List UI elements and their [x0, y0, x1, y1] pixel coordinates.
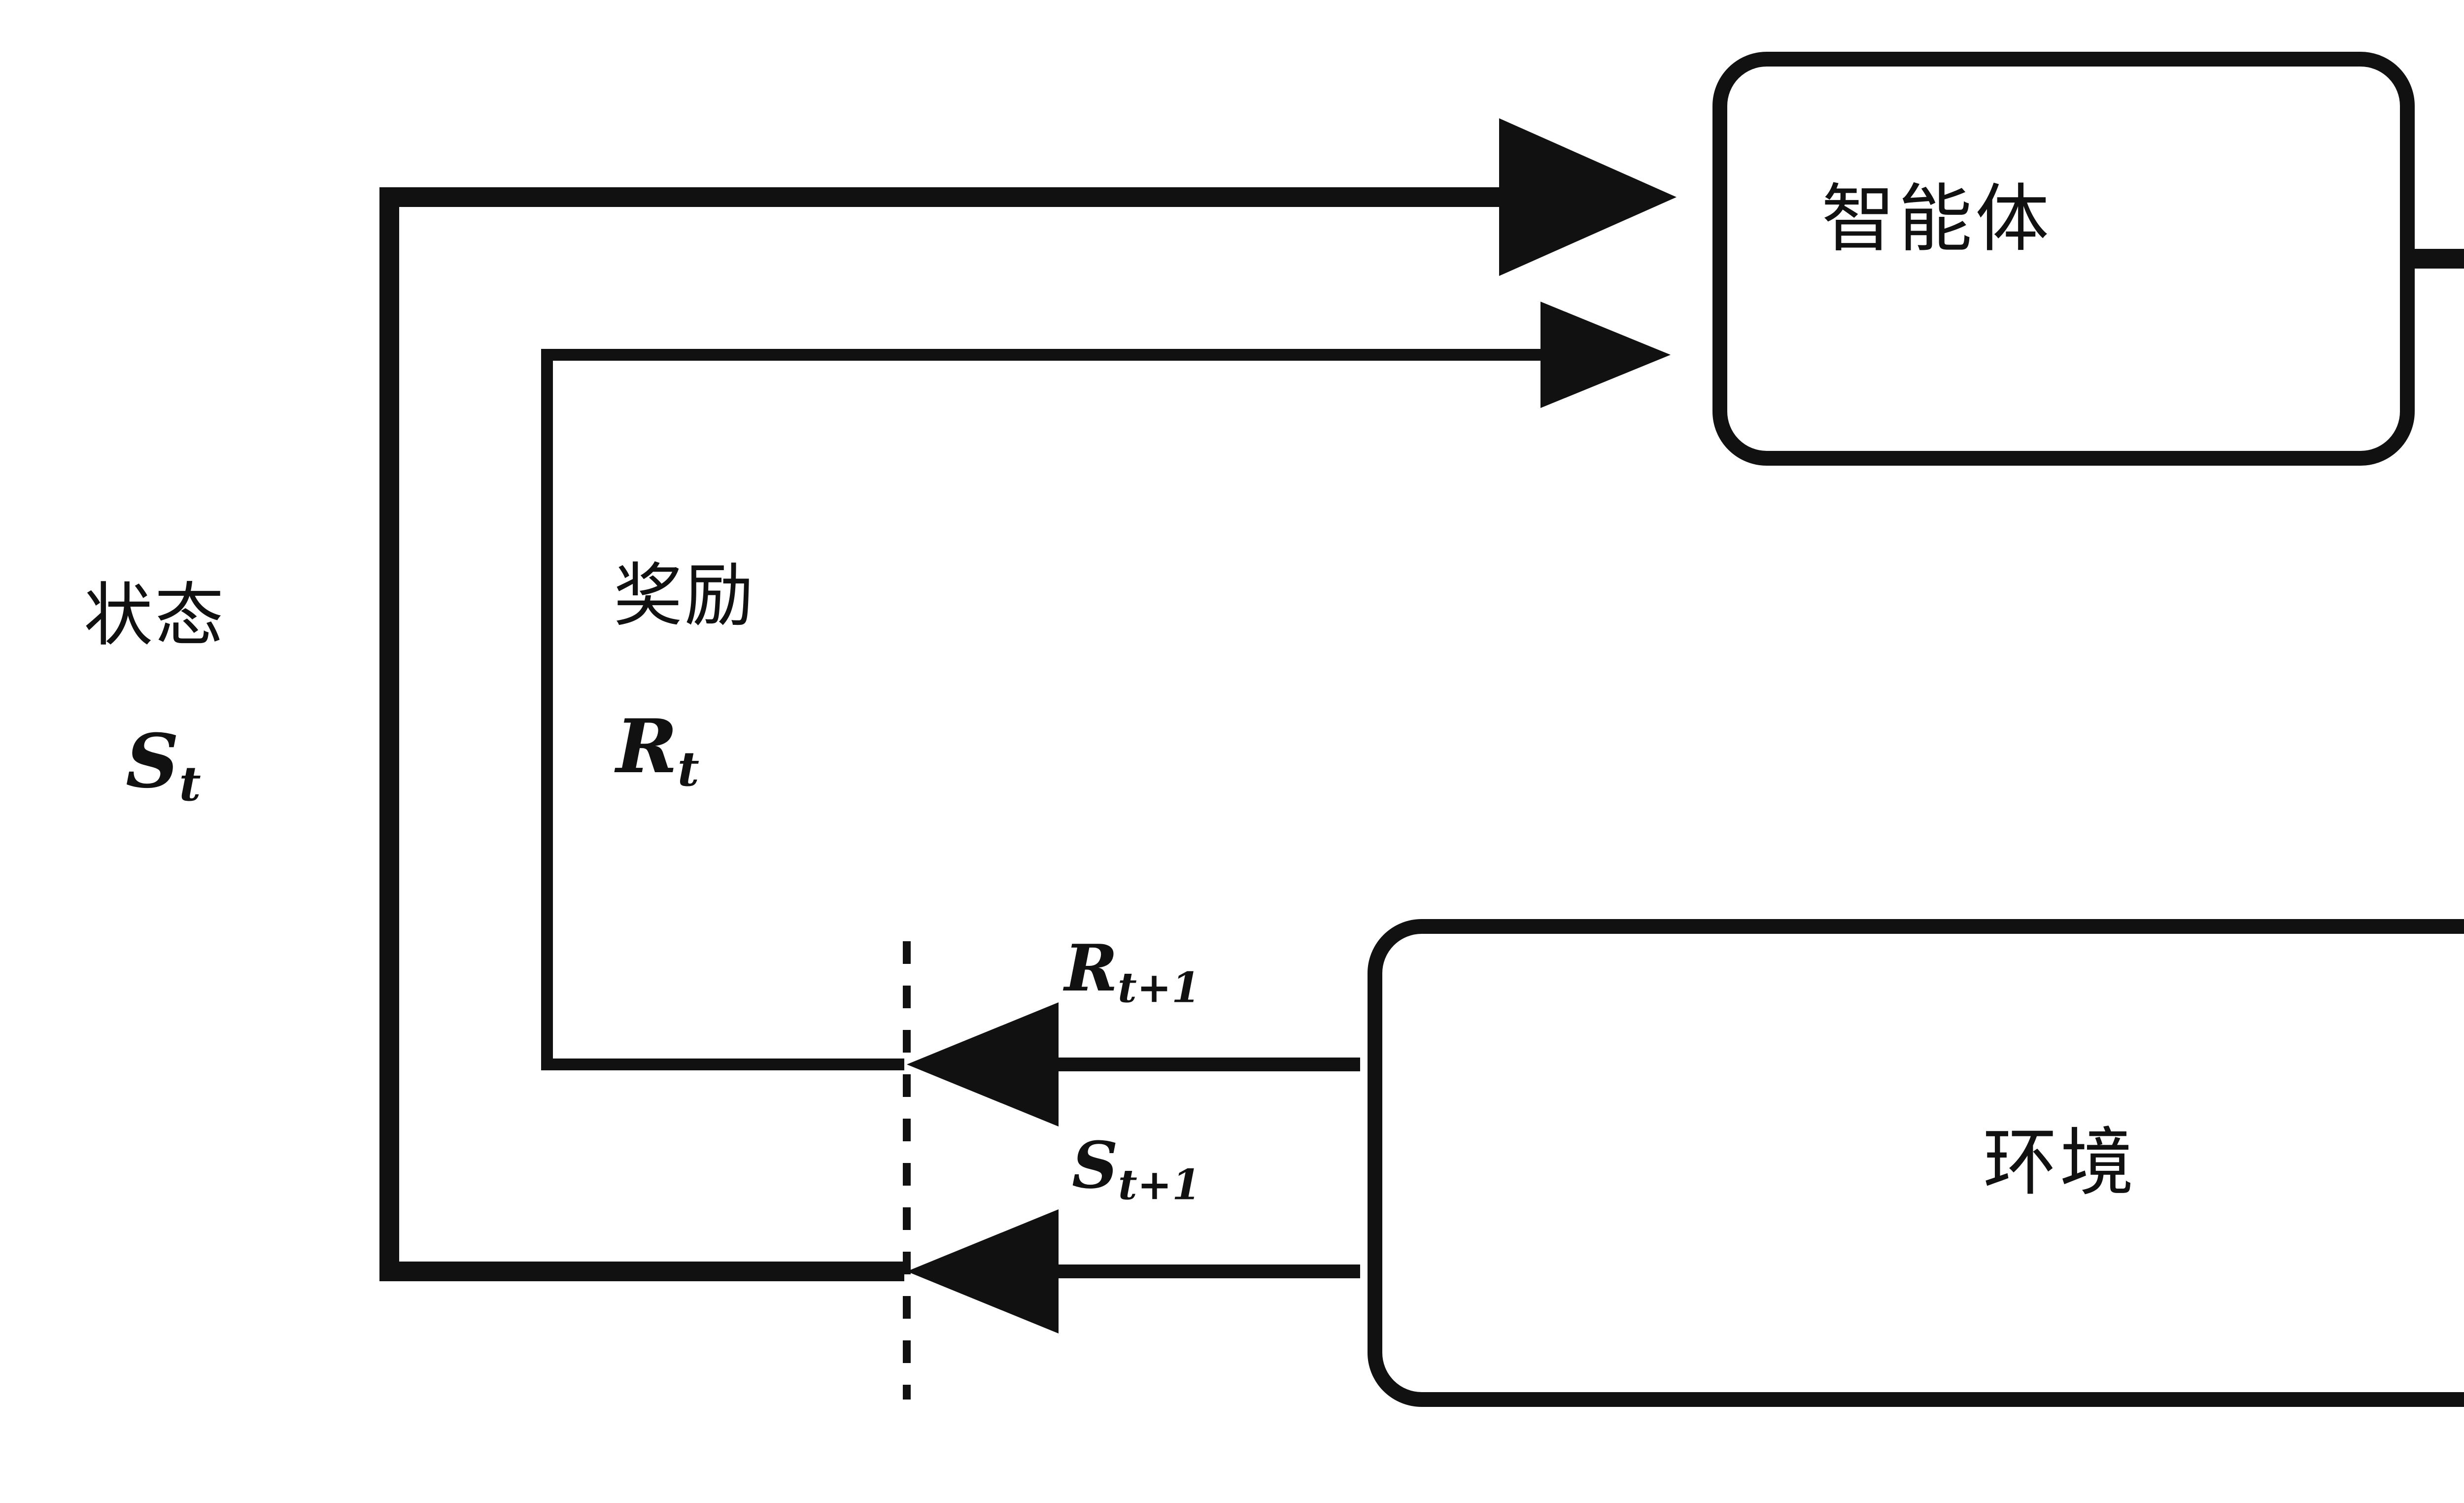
reward-next-label: Rt+1	[1064, 936, 1200, 1009]
state-word-label: 状态	[84, 576, 226, 656]
environment-label: 环境	[1983, 1120, 2137, 1206]
reward-symbol-base: R	[616, 703, 678, 790]
reward-next-subscript: t+1	[1118, 963, 1200, 1012]
state-feedback-path	[379, 118, 1677, 1281]
state-symbol-subscript: t	[179, 755, 201, 812]
reward-word-label: 奖励	[614, 556, 756, 636]
reward-symbol-subscript: t	[677, 741, 700, 797]
reward-symbol-label: Rt	[616, 710, 699, 793]
reward-next-base: R	[1064, 930, 1118, 1006]
state-symbol-label: St	[126, 724, 201, 808]
state-next-label: St+1	[1072, 1133, 1201, 1206]
state-next-base: S	[1072, 1127, 1118, 1203]
reward-feedback-path	[541, 302, 1671, 1070]
environment-box	[1368, 919, 2464, 1407]
agent-label: 智能体	[1821, 176, 2053, 262]
state-next-subscript: t+1	[1118, 1160, 1201, 1209]
state-symbol-base: S	[126, 718, 179, 805]
